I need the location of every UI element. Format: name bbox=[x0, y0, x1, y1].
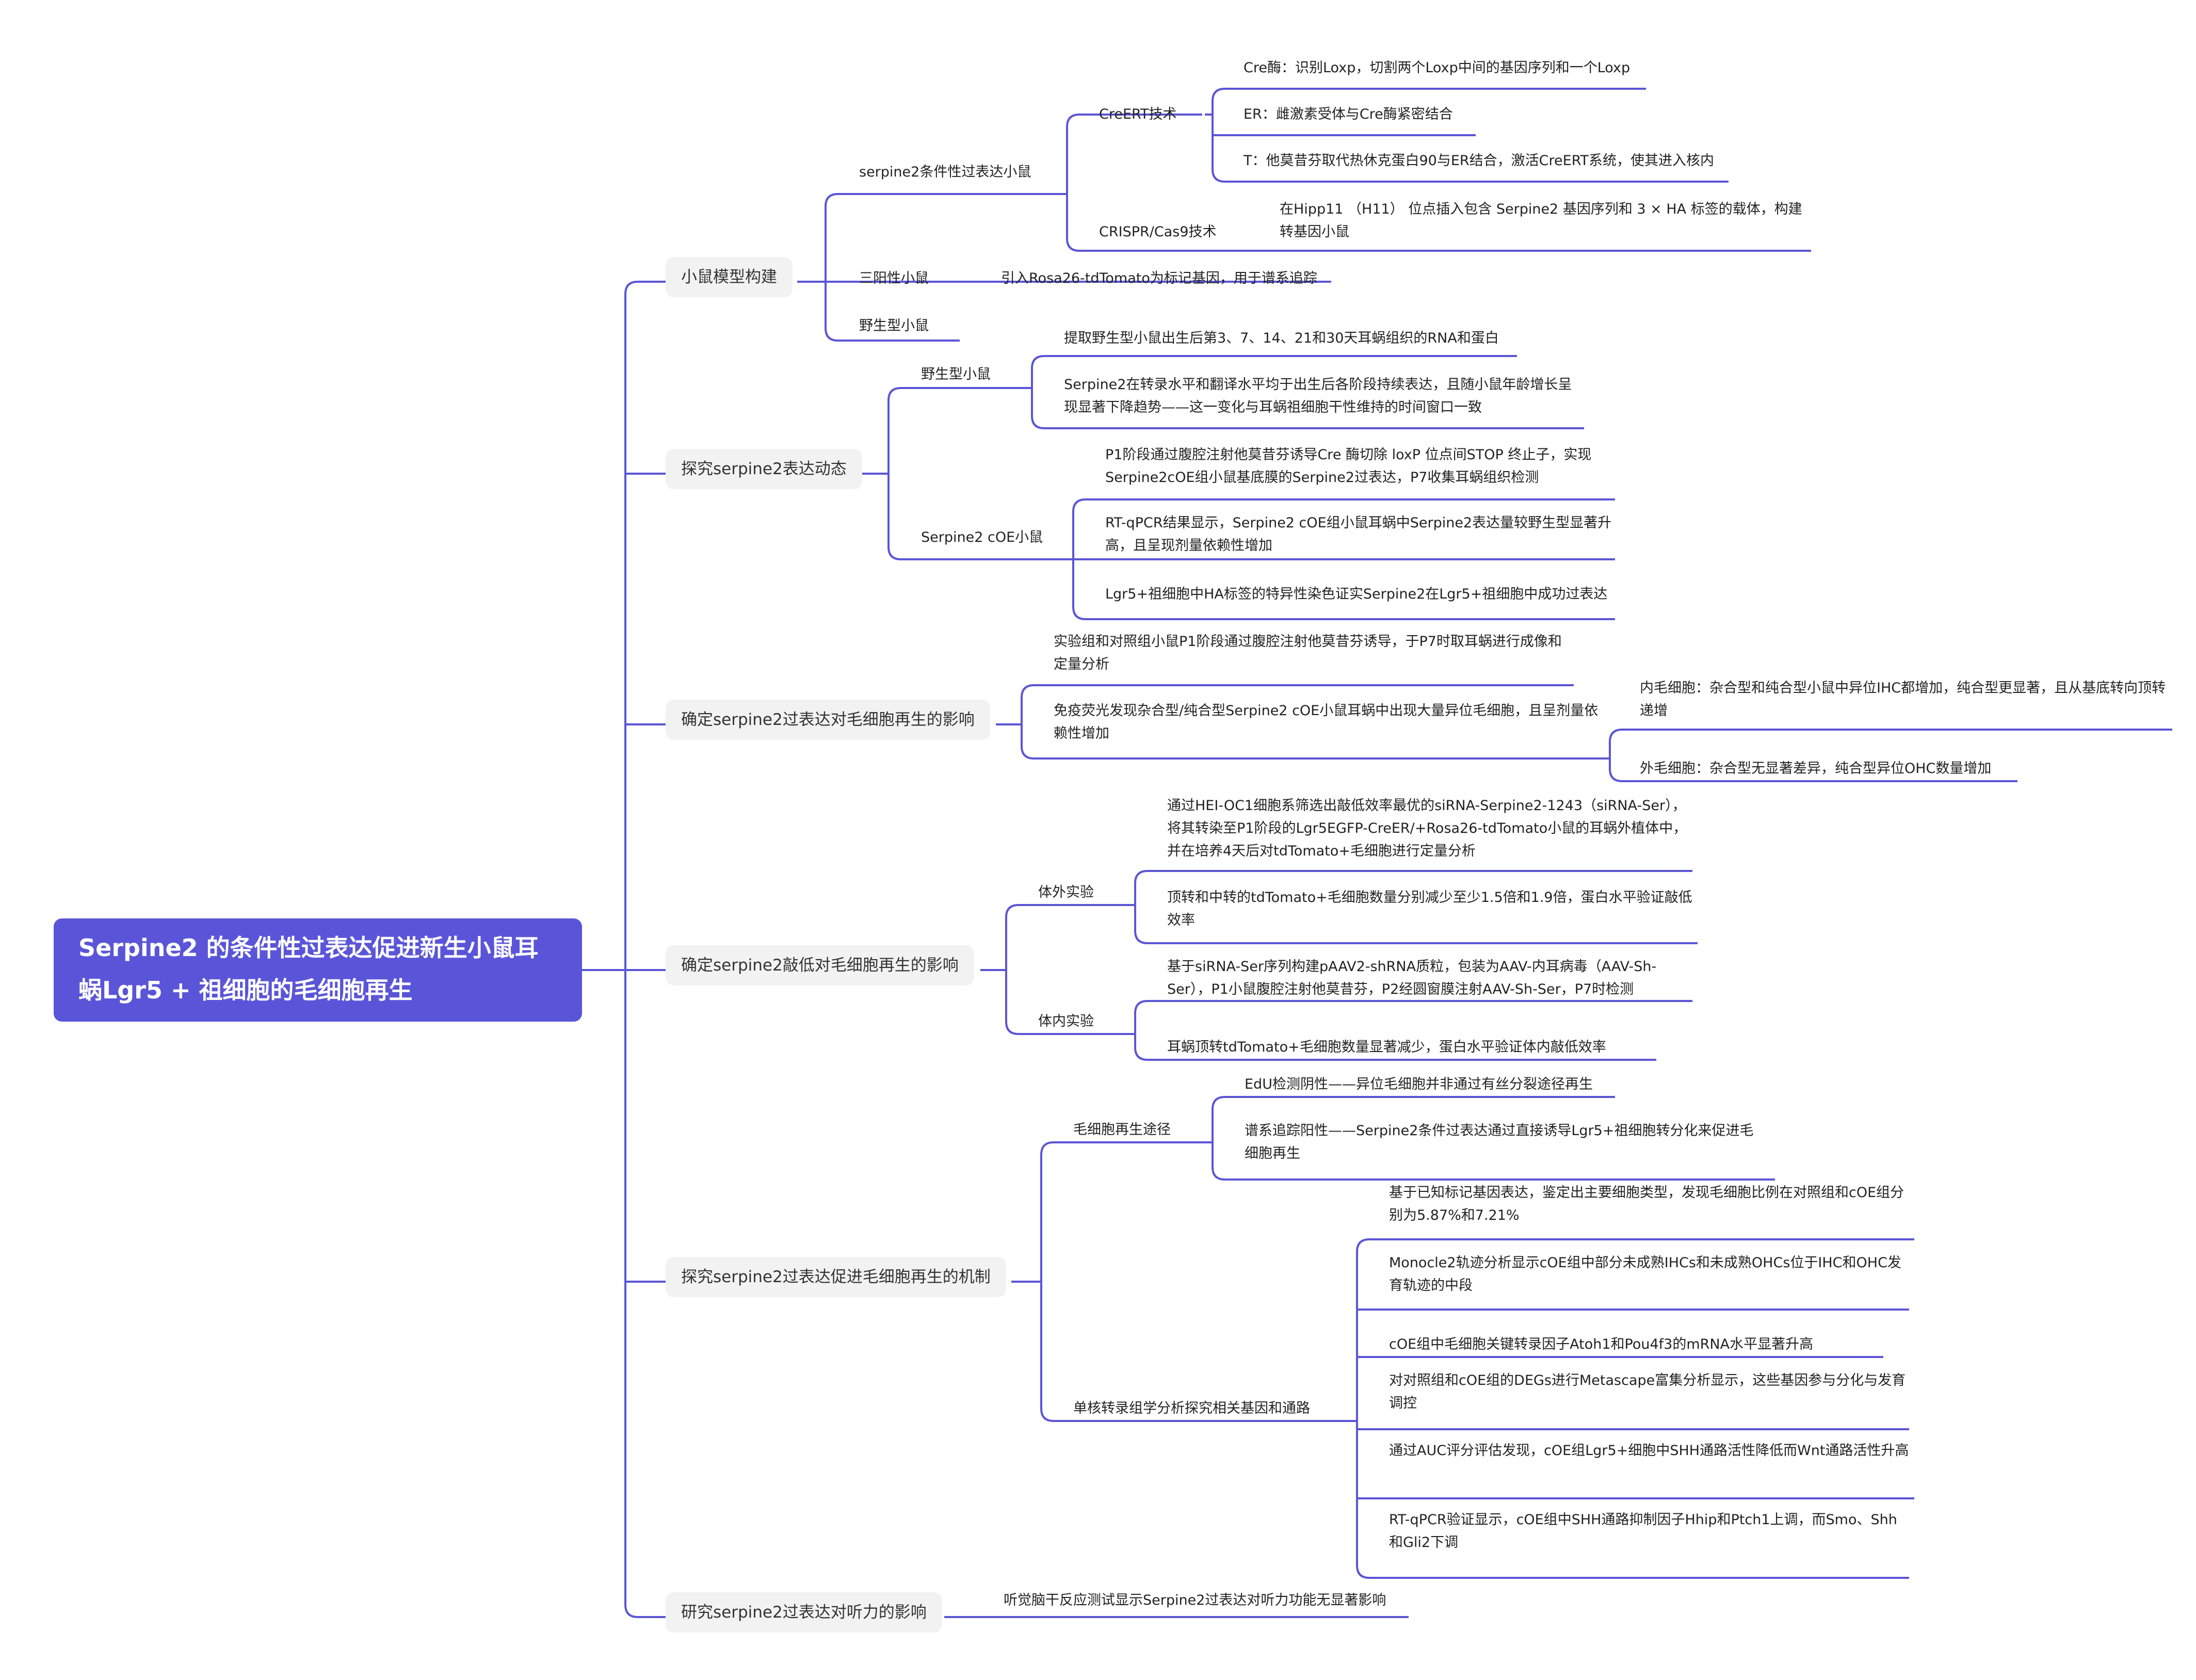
branch-mechanism[interactable]: 探究serpine2过表达促进毛细胞再生的机制 bbox=[666, 1257, 1006, 1297]
node-tamoxifen[interactable]: T：他莫昔芬取代热休克蛋白90与ER结合，激活CreERT系统，使其进入核内 bbox=[1244, 153, 1714, 169]
node-hair-cell-reduction-vitro[interactable]: 顶转和中转的tdTomato+毛细胞数量分别减少至少1.5倍和1.9倍，蛋白水平… bbox=[1167, 890, 1692, 928]
node-monocle2-trajectory[interactable]: Monocle2轨迹分析显示cOE组中部分未成熟IHCs和未成熟OHCs位于IH… bbox=[1389, 1255, 1901, 1294]
root-topic[interactable]: Serpine2 的条件性过表达促进新生小鼠耳蜗Lgr5 + 祖细胞的毛细胞再生 bbox=[54, 918, 582, 1022]
node-cell-type-identification[interactable]: 基于已知标记基因表达，鉴定出主要细胞类型，发现毛细胞比例在对照组和cOE组分别为… bbox=[1389, 1185, 1904, 1223]
node-single-cell-analysis[interactable]: 单核转录组学分析探究相关基因和通路 bbox=[1073, 1400, 1310, 1416]
node-rt-qpcr-result[interactable]: RT-qPCR结果显示，Serpine2 cOE组小鼠耳蜗中Serpine2表达… bbox=[1105, 515, 1612, 554]
node-serpine2-coe-mouse[interactable]: Serpine2 cOE小鼠 bbox=[921, 529, 1043, 545]
node-outer-hair-cells[interactable]: 外毛细胞：杂合型无显著差异，纯合型异位OHC数量增加 bbox=[1640, 761, 1992, 777]
node-p1-tamoxifen-induction[interactable]: P1阶段通过腹腔注射他莫昔芬诱导Cre 酶切除 loxP 位点间STOP 终止子… bbox=[1105, 447, 1592, 486]
node-lineage-tracing[interactable]: 谱系追踪阳性——Serpine2条件过表达通过直接诱导Lgr5+祖细胞转分化来促… bbox=[1245, 1123, 1754, 1161]
node-sirna-screening[interactable]: 通过HEI-OC1细胞系筛选出敲低效率最优的siRNA-Serpine2-124… bbox=[1167, 798, 1687, 859]
node-wt-mouse-dynamics[interactable]: 野生型小鼠 bbox=[921, 366, 991, 382]
node-abr-test[interactable]: 听觉脑干反应测试显示Serpine2过表达对听力功能无显著影响 bbox=[1004, 1592, 1386, 1608]
branch-hearing-effect[interactable]: 研究serpine2过表达对听力的影响 bbox=[666, 1592, 942, 1633]
node-auc-scoring[interactable]: 通过AUC评分评估发现，cOE组Lgr5+细胞中SHH通路活性降低而Wnt通路活… bbox=[1389, 1443, 1909, 1459]
node-rosa26-tdtomato[interactable]: 引入Rosa26-tdTomato为标记基因，用于谱系追踪 bbox=[1001, 270, 1317, 286]
node-inner-hair-cells[interactable]: 内毛细胞：杂合型和纯合型小鼠中异位IHC都增加，纯合型更显著，且从基底转向顶转递… bbox=[1640, 680, 2166, 719]
branch-expression-dynamics[interactable]: 探究serpine2表达动态 bbox=[666, 449, 862, 489]
node-rt-qpcr-shh[interactable]: RT-qPCR验证显示，cOE组中SHH通路抑制因子Hhip和Ptch1上调，而… bbox=[1389, 1512, 1897, 1550]
node-in-vivo-experiment[interactable]: 体内实验 bbox=[1038, 1013, 1094, 1029]
node-regeneration-pathway[interactable]: 毛细胞再生途径 bbox=[1073, 1122, 1171, 1138]
branch-overexpression-effect[interactable]: 确定serpine2过表达对毛细胞再生的影响 bbox=[666, 700, 990, 740]
node-ha-staining[interactable]: Lgr5+祖细胞中HA标签的特异性染色证实Serpine2在Lgr5+祖细胞中成… bbox=[1105, 586, 1608, 602]
node-triple-positive-mouse[interactable]: 三阳性小鼠 bbox=[859, 270, 929, 286]
node-serpine2-conditional-mouse[interactable]: serpine2条件性过表达小鼠 bbox=[859, 164, 1031, 180]
node-edu-negative[interactable]: EdU检测阴性——异位毛细胞并非通过有丝分裂途径再生 bbox=[1245, 1076, 1593, 1092]
branch-mouse-model[interactable]: 小鼠模型构建 bbox=[666, 257, 793, 297]
node-in-vitro-experiment[interactable]: 体外实验 bbox=[1038, 884, 1094, 900]
branch-knockdown-effect[interactable]: 确定serpine2敲低对毛细胞再生的影响 bbox=[666, 945, 974, 986]
node-serpine2-decline[interactable]: Serpine2在转录水平和翻译水平均于出生后各阶段持续表达，且随小鼠年龄增长呈… bbox=[1064, 377, 1572, 415]
node-p1-induction-imaging[interactable]: 实验组和对照组小鼠P1阶段通过腹腔注射他莫昔芬诱导，于P7时取耳蜗进行成像和定量… bbox=[1054, 634, 1562, 672]
node-immunofluorescence-ectopic[interactable]: 免疫荧光发现杂合型/纯合型Serpine2 cOE小鼠耳蜗中出现大量异位毛细胞，… bbox=[1054, 703, 1598, 741]
node-aav-construction[interactable]: 基于siRNA-Ser序列构建pAAV2-shRNA质粒，包装为AAV-内耳病毒… bbox=[1167, 959, 1657, 997]
node-metascape-enrichment[interactable]: 对对照组和cOE组的DEGs进行Metascape富集分析显示，这些基因参与分化… bbox=[1389, 1372, 1906, 1411]
node-creert-technique[interactable]: CreERT技术 bbox=[1099, 106, 1177, 122]
node-h11-insertion[interactable]: 在Hipp11 （H11） 位点插入包含 Serpine2 基因序列和 3 × … bbox=[1280, 201, 1802, 240]
node-cre-enzyme[interactable]: Cre酶：识别Loxp，切割两个Loxp中间的基因序列和一个Loxp bbox=[1244, 60, 1630, 76]
node-hair-cell-reduction-vivo[interactable]: 耳蜗顶转tdTomato+毛细胞数量显著减少，蛋白水平验证体内敲低效率 bbox=[1167, 1039, 1606, 1055]
node-wild-type-mouse[interactable]: 野生型小鼠 bbox=[859, 318, 929, 334]
node-crispr-cas9[interactable]: CRISPR/Cas9技术 bbox=[1099, 224, 1217, 240]
node-er[interactable]: ER：雌激素受体与Cre酶紧密结合 bbox=[1244, 106, 1453, 122]
node-extract-rna-protein[interactable]: 提取野生型小鼠出生后第3、7、14、21和30天耳蜗组织的RNA和蛋白 bbox=[1064, 330, 1499, 346]
node-atoh1-pou4f3[interactable]: cOE组中毛细胞关键转录因子Atoh1和Pou4f3的mRNA水平显著升高 bbox=[1389, 1336, 1814, 1352]
